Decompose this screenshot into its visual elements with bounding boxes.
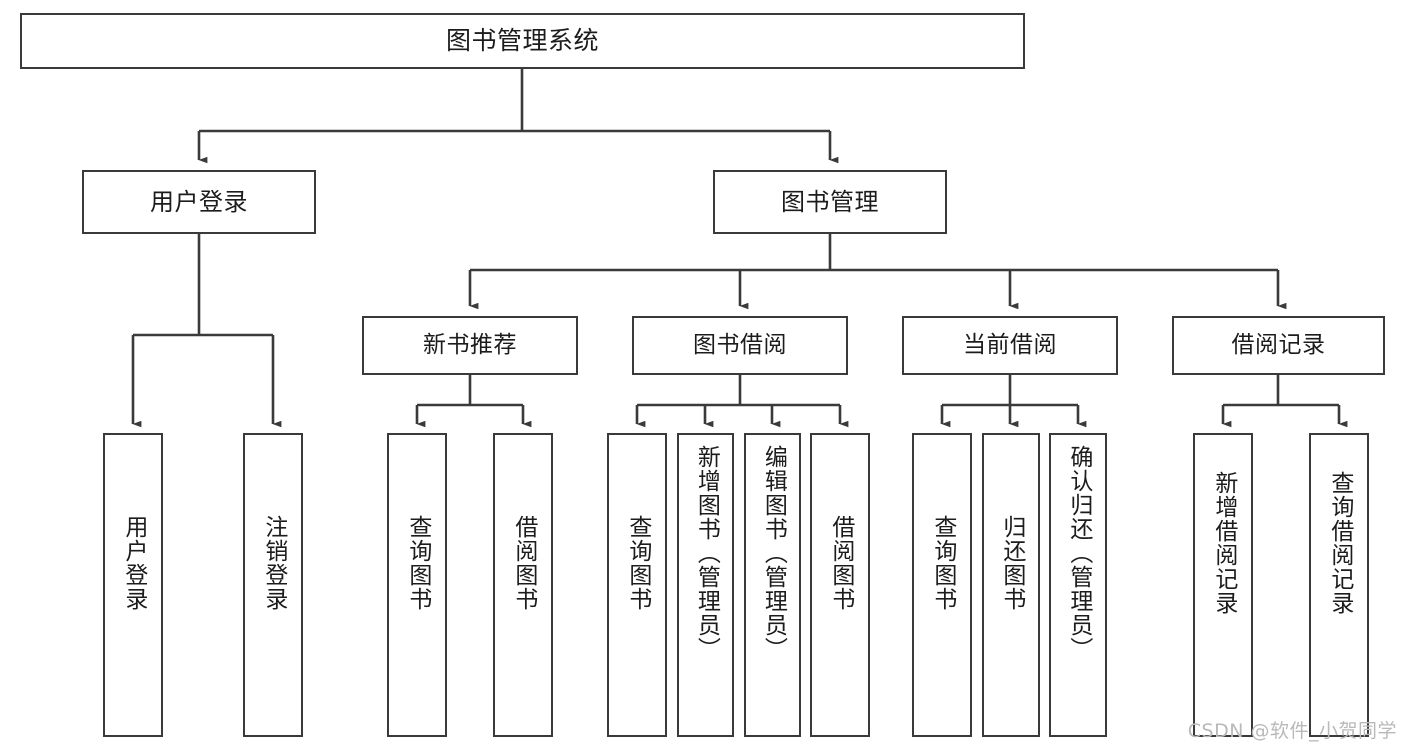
node-user-login[interactable]: 用户登录 [82,170,316,234]
leaf-record-add-label: 新增借阅记录 [1210,471,1237,615]
node-borrow-record[interactable]: 借阅记录 [1172,316,1385,375]
node-book-borrow-label: 图书借阅 [693,331,787,358]
leaf-borrow-add-book-label: 新增图书（管理员） [693,445,720,661]
node-book-management-label: 图书管理 [781,187,879,216]
node-root-label: 图书管理系统 [445,26,599,56]
node-new-book-recommend-label: 新书推荐 [423,331,517,358]
leaf-borrow-add-book[interactable]: 新增图书（管理员） [677,433,734,737]
leaf-user-login-label: 用户登录 [120,515,147,611]
leaf-current-return-book-label: 归还图书 [998,515,1025,611]
leaf-current-query-book-label: 查询图书 [929,515,956,611]
leaf-borrow-edit-book[interactable]: 编辑图书（管理员） [744,433,801,737]
leaf-logout-label: 注销登录 [260,515,287,611]
leaf-record-query-label: 查询借阅记录 [1326,471,1353,615]
node-borrow-record-label: 借阅记录 [1231,331,1326,358]
leaf-borrow-query-book[interactable]: 查询图书 [607,433,667,737]
leaf-borrow-borrow-book-label: 借阅图书 [827,515,854,611]
node-book-borrow[interactable]: 图书借阅 [632,316,848,375]
leaf-borrow-edit-book-label: 编辑图书（管理员） [760,445,787,661]
leaf-current-return-book[interactable]: 归还图书 [982,433,1040,737]
leaf-recommend-query-book[interactable]: 查询图书 [387,433,447,737]
leaf-current-confirm-return[interactable]: 确认归还（管理员） [1049,433,1107,737]
leaf-logout[interactable]: 注销登录 [243,433,303,737]
node-book-management[interactable]: 图书管理 [713,170,947,234]
leaf-recommend-borrow-book-label: 借阅图书 [510,515,537,611]
leaf-recommend-query-book-label: 查询图书 [404,515,431,611]
node-current-borrow[interactable]: 当前借阅 [902,316,1118,375]
node-new-book-recommend[interactable]: 新书推荐 [362,316,578,375]
leaf-current-confirm-return-label: 确认归还（管理员） [1065,445,1092,661]
node-root-system[interactable]: 图书管理系统 [20,13,1025,69]
leaf-user-login[interactable]: 用户登录 [103,433,163,737]
leaf-current-query-book[interactable]: 查询图书 [912,433,972,737]
leaf-record-add[interactable]: 新增借阅记录 [1193,433,1253,737]
leaf-recommend-borrow-book[interactable]: 借阅图书 [493,433,553,737]
csdn-watermark: CSDN @软件_小贺同学 [1187,720,1397,742]
leaf-borrow-query-book-label: 查询图书 [624,515,651,611]
leaf-borrow-borrow-book[interactable]: 借阅图书 [810,433,870,737]
leaf-record-query[interactable]: 查询借阅记录 [1309,433,1369,737]
node-user-login-label: 用户登录 [150,187,248,216]
node-current-borrow-label: 当前借阅 [963,331,1057,358]
